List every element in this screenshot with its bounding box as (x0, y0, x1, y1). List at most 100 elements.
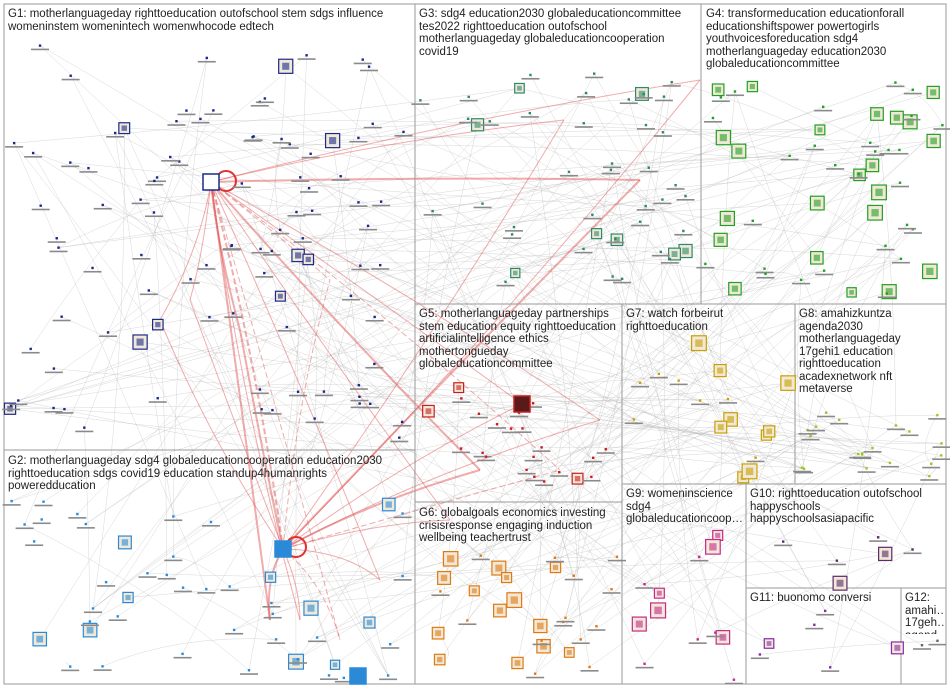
node (905, 223, 909, 227)
node-label-mark (517, 472, 536, 475)
node (101, 665, 104, 668)
node (83, 426, 86, 429)
node-label-mark (521, 77, 540, 80)
edge (432, 210, 859, 455)
node-label-mark (239, 673, 258, 675)
node-label-mark (556, 620, 575, 623)
node-label-mark (817, 415, 836, 418)
edge (390, 212, 876, 645)
edge (11, 270, 825, 502)
node (285, 325, 288, 329)
node-avatar-image (671, 251, 678, 257)
node (642, 92, 645, 96)
node-label-mark (879, 153, 898, 155)
edge (270, 426, 721, 578)
node-label-mark (379, 678, 398, 681)
node (258, 388, 262, 391)
node (824, 411, 828, 414)
edge (583, 247, 901, 260)
edge (589, 443, 942, 668)
node (106, 331, 110, 334)
node-avatar-image (435, 630, 442, 637)
node-avatar-image (305, 256, 311, 263)
node-label-mark (334, 680, 353, 683)
node (533, 672, 537, 675)
node-label-mark (61, 669, 80, 672)
node (361, 58, 364, 61)
edge (153, 212, 168, 575)
edge (801, 224, 908, 468)
node-avatar-image (926, 267, 934, 275)
edge (437, 387, 459, 634)
node-label-mark (636, 128, 655, 130)
edge (296, 211, 574, 576)
node (271, 612, 274, 616)
edge (358, 384, 910, 432)
edge (499, 419, 840, 611)
node-label-mark (191, 121, 210, 124)
node-avatar-image (731, 285, 739, 292)
edge (829, 245, 886, 668)
node-label-mark (554, 624, 573, 627)
node-label-mark (706, 635, 725, 638)
edge (241, 183, 556, 559)
node (809, 434, 812, 438)
edge (102, 638, 277, 667)
node (643, 583, 646, 586)
edge (807, 212, 876, 431)
node-avatar-image (504, 575, 510, 581)
edge (529, 113, 581, 640)
node (10, 499, 13, 503)
edge (526, 202, 818, 471)
node-avatar-image (885, 288, 893, 296)
node-avatar-image (719, 633, 727, 641)
node-label-mark (68, 517, 87, 519)
edge (229, 382, 789, 587)
node-label-mark (97, 585, 116, 587)
node (711, 116, 715, 120)
node-label-mark (80, 624, 99, 627)
edge (234, 342, 700, 631)
edge (810, 435, 942, 445)
node (357, 136, 360, 140)
node (479, 554, 482, 557)
node-label-mark (473, 455, 492, 458)
node (533, 475, 536, 478)
edge (616, 239, 826, 612)
node-label-mark (816, 613, 835, 616)
node (620, 277, 624, 281)
node-avatar-image (749, 83, 755, 90)
node-avatar-image (329, 137, 337, 145)
node-avatar-image (456, 385, 462, 391)
node (604, 448, 607, 451)
node-label-mark (349, 388, 368, 390)
node-avatar-image (817, 127, 823, 133)
edge (563, 556, 700, 623)
node (632, 418, 636, 421)
edge (432, 210, 574, 576)
edge (308, 121, 490, 189)
node-label-mark (204, 113, 223, 115)
node (647, 166, 650, 169)
node-avatar-image (614, 236, 620, 243)
node-label-mark (903, 232, 922, 234)
edge (107, 187, 310, 333)
node-label-mark (9, 403, 28, 406)
edge (231, 244, 913, 550)
edge (461, 398, 859, 455)
node-label-mark (653, 202, 672, 205)
node (764, 272, 767, 276)
node (941, 124, 944, 127)
node (205, 587, 208, 591)
edge-highlight (189, 299, 284, 550)
node-label-mark (353, 62, 372, 65)
node-avatar-image (292, 657, 300, 666)
node (419, 99, 422, 102)
node (529, 73, 532, 77)
node-label-mark (350, 399, 369, 402)
edge (92, 88, 520, 609)
node-label-mark (131, 202, 150, 205)
node-label-mark (272, 142, 291, 144)
node (181, 652, 184, 656)
node (553, 556, 557, 560)
